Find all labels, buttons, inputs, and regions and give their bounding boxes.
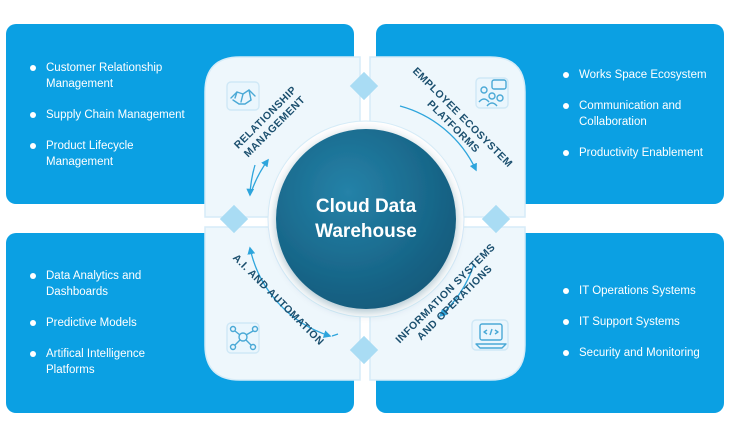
- network-nodes-icon: [226, 322, 260, 354]
- list-item: Data Analytics and Dashboards: [30, 268, 190, 300]
- flow-arrows: [246, 105, 477, 338]
- list-item: Product Lifecycle Management: [30, 138, 190, 170]
- list-item: Supply Chain Management: [30, 107, 190, 123]
- list-item: Productivity Enablement: [563, 145, 713, 161]
- list-item: Security and Monitoring: [563, 345, 713, 361]
- handshake-icon: [226, 81, 260, 111]
- panel-item-list: Works Space Ecosystem Communication and …: [563, 67, 713, 176]
- list-item: Works Space Ecosystem: [563, 67, 713, 83]
- laptop-code-icon: [471, 319, 509, 351]
- center-title-line2: Warehouse: [315, 221, 417, 242]
- list-item: Predictive Models: [30, 315, 190, 331]
- list-item: IT Operations Systems: [563, 283, 713, 299]
- list-item: IT Support Systems: [563, 314, 713, 330]
- list-item: Communication and Collaboration: [563, 98, 713, 130]
- list-item: Customer Relationship Management: [30, 60, 190, 92]
- list-item: Artifical Intelligence Platforms: [30, 346, 190, 378]
- panel-item-list: IT Operations Systems IT Support Systems…: [563, 283, 713, 376]
- panel-item-list: Data Analytics and Dashboards Predictive…: [30, 268, 190, 393]
- center-title-line1: Cloud Data: [316, 196, 417, 217]
- panel-item-list: Customer Relationship Management Supply …: [30, 60, 190, 185]
- center-circle: [276, 129, 456, 309]
- team-chat-icon: [475, 77, 509, 109]
- diamond-bottom: [349, 335, 379, 365]
